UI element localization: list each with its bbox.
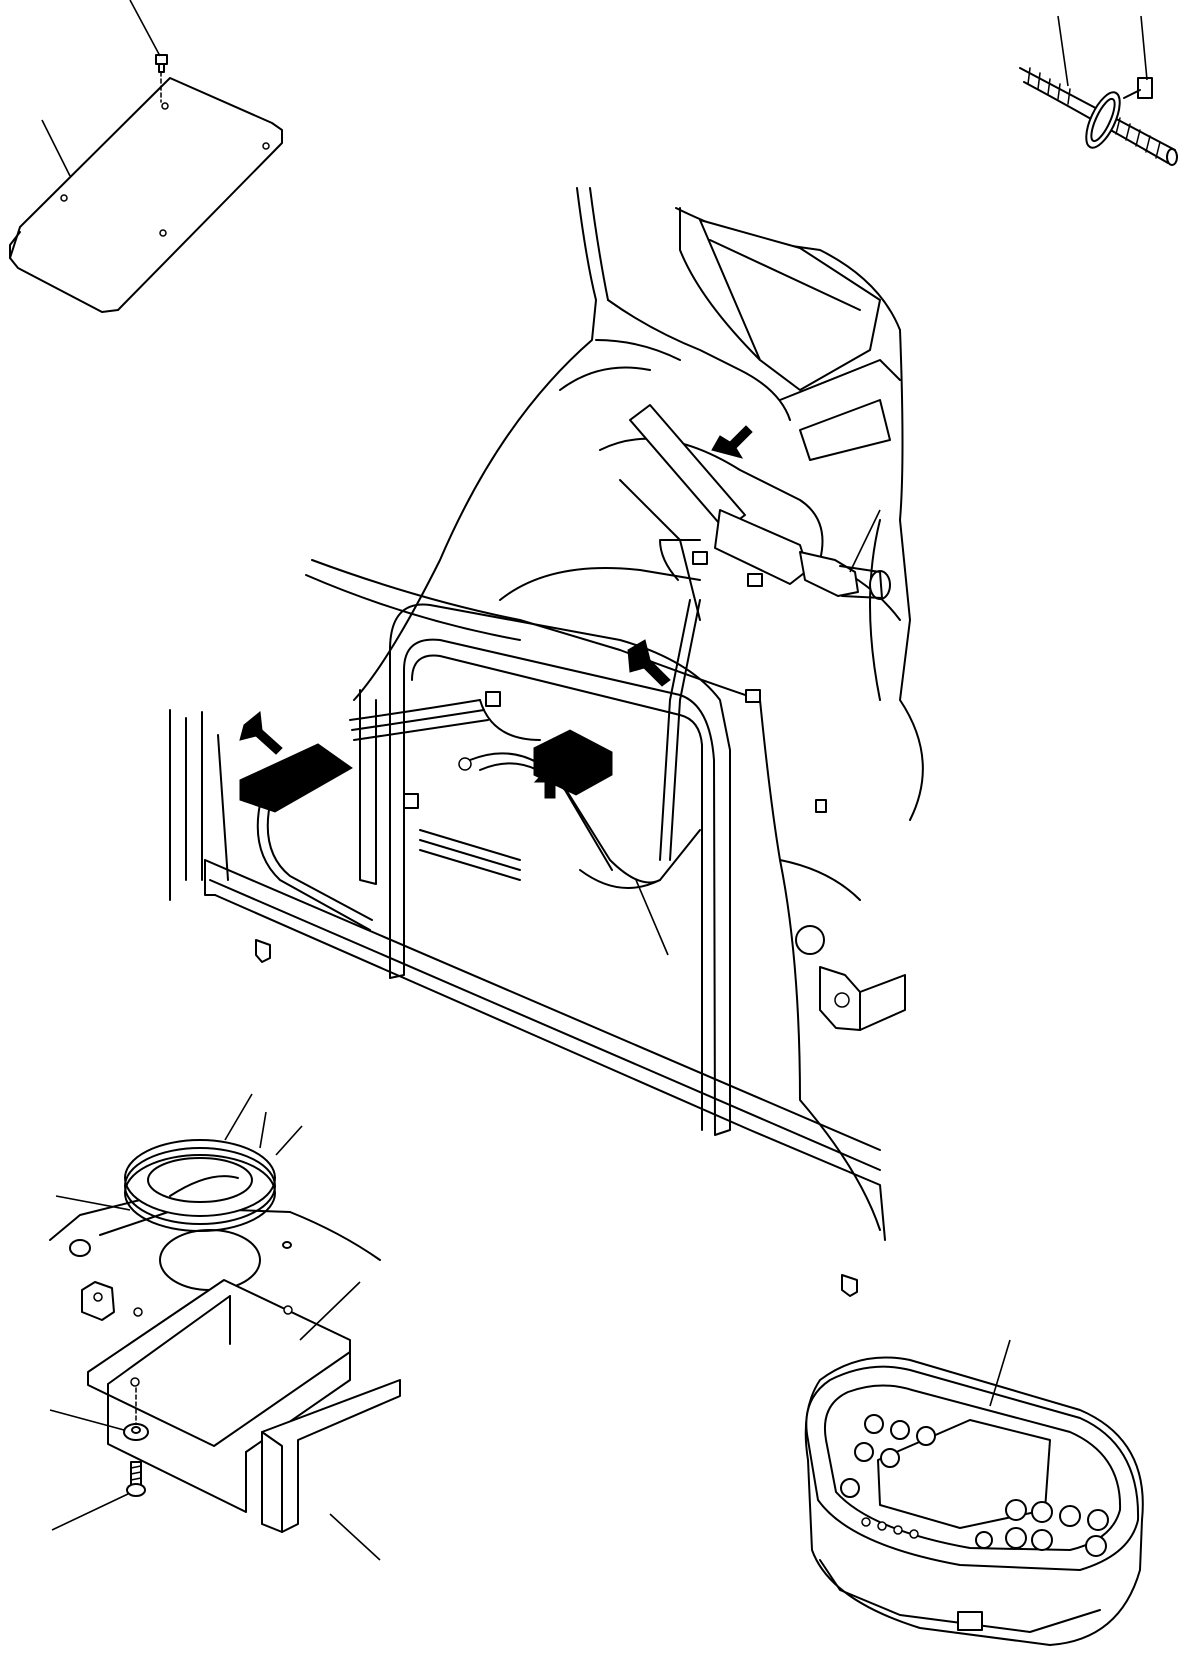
lever-switch: [630, 405, 890, 599]
grommet: [56, 1094, 302, 1231]
cab-frame: [170, 188, 923, 1296]
bolt: [52, 1462, 145, 1530]
arrow-2: [535, 766, 565, 798]
monitor-panel: [806, 1340, 1143, 1645]
assembly-arrows: [240, 426, 752, 798]
harness-clamp: [1020, 16, 1177, 165]
cover-plate: [10, 78, 282, 312]
washer: [50, 1388, 148, 1440]
arrow-3: [628, 640, 670, 686]
plate-bolt: [130, 0, 167, 102]
arrow-1: [240, 712, 282, 754]
control-box: [240, 744, 352, 812]
arrow-4: [712, 426, 752, 458]
monitor-buttons: [841, 1415, 1108, 1556]
tray-bracket: [88, 1280, 400, 1560]
